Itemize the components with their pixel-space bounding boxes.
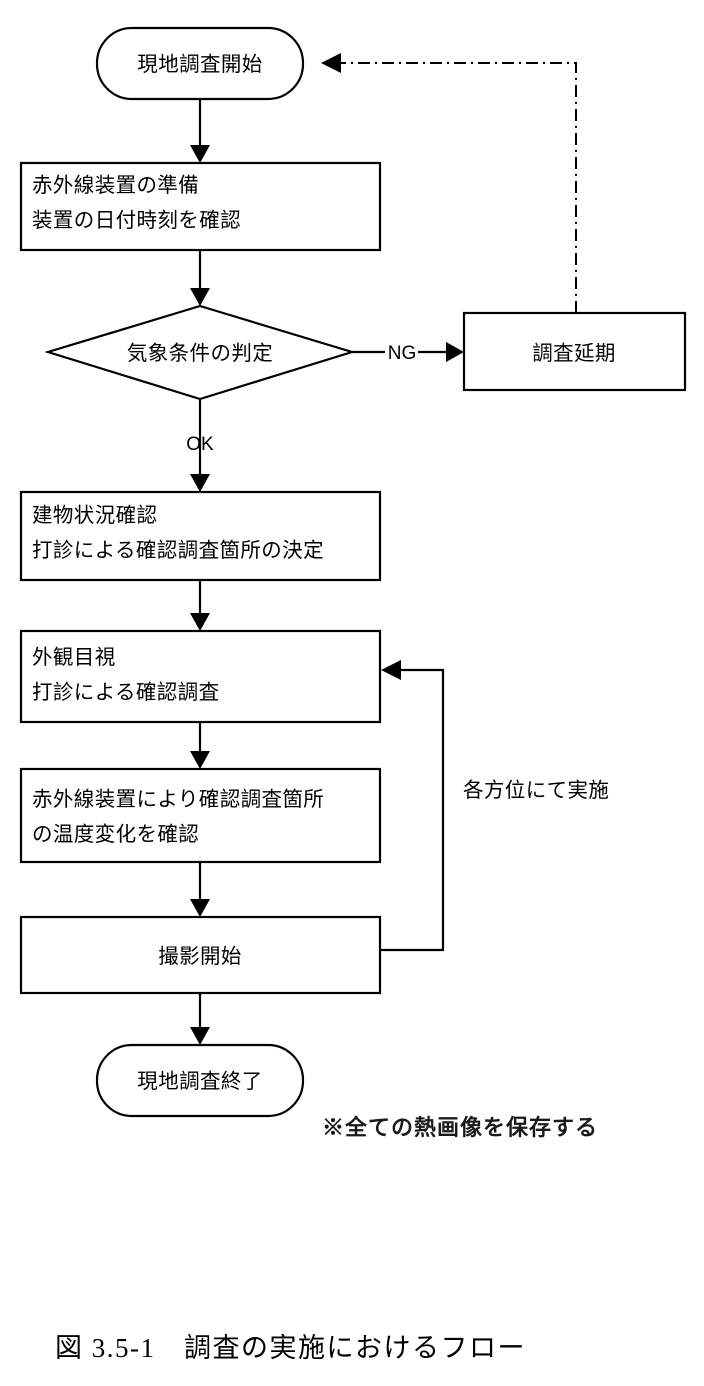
node-visual-check[interactable]: 外観目視 打診による確認調査 xyxy=(19,629,382,724)
node-shoot-start[interactable]: 撮影開始 xyxy=(19,915,382,995)
node-start-shape xyxy=(95,26,305,101)
connector-decision-to-building-check: OK xyxy=(186,400,214,492)
node-prepare-shape xyxy=(19,161,382,252)
edge-label-ng: NG xyxy=(388,343,417,364)
node-visual-check-shape xyxy=(19,629,382,724)
arrow-head-icon xyxy=(321,53,341,73)
node-weather-decision-shape xyxy=(44,304,356,401)
node-thermal-check-shape xyxy=(19,767,382,864)
node-building-check[interactable]: 建物状況確認 打診による確認調査箇所の決定 xyxy=(19,490,382,582)
node-visual-check-label-line2: 打診による確認調査 xyxy=(32,681,220,704)
arrow-head-icon xyxy=(190,613,210,631)
connector-start-to-prepare xyxy=(190,99,210,163)
node-building-check-label-line1: 建物状況確認 xyxy=(32,504,157,527)
arrow-head-icon xyxy=(190,288,210,306)
node-postpone[interactable]: 調査延期 xyxy=(462,311,687,392)
node-prepare[interactable]: 赤外線装置の準備 装置の日付時刻を確認 xyxy=(19,161,382,252)
connector-visual-to-thermal xyxy=(190,722,210,769)
edge-label-ok: OK xyxy=(186,434,214,455)
node-prepare-label-line2: 装置の日付時刻を確認 xyxy=(32,209,241,232)
node-visual-check-label-line1: 外観目視 xyxy=(32,646,116,669)
node-shoot-start-shape xyxy=(19,915,382,995)
node-end-label: 現地調査終了 xyxy=(137,1070,262,1093)
node-thermal-check-label-line1: 赤外線装置により確認調査箇所 xyxy=(32,788,324,811)
node-prepare-label-line1: 赤外線装置の準備 xyxy=(32,174,199,197)
connector-feedback-loop: 各方位にて実施 xyxy=(380,660,609,952)
node-building-check-shape xyxy=(19,490,382,582)
node-weather-decision-label: 気象条件の判定 xyxy=(127,342,273,365)
arrow-head-icon xyxy=(190,751,210,769)
edge-label-loop: 各方位にて実施 xyxy=(463,779,609,802)
connector-decision-to-postpone: NG xyxy=(352,342,464,364)
node-postpone-label: 調査延期 xyxy=(532,342,616,365)
arrow-head-icon xyxy=(190,145,210,163)
node-shoot-start-label: 撮影開始 xyxy=(158,945,242,968)
node-end[interactable]: 現地調査終了 xyxy=(95,1043,305,1118)
arrow-head-icon xyxy=(190,1027,210,1045)
arrow-head-icon xyxy=(381,660,401,680)
connector-shoot-to-end xyxy=(190,993,210,1045)
node-thermal-check[interactable]: 赤外線装置により確認調査箇所 の温度変化を確認 xyxy=(19,767,382,864)
arrow-head-icon xyxy=(190,474,210,492)
node-building-check-label-line2: 打診による確認調査箇所の決定 xyxy=(32,539,324,562)
connector-postpone-to-start xyxy=(321,53,577,313)
node-postpone-shape xyxy=(462,311,687,392)
diagram-note: ※全ての熱画像を保存する xyxy=(322,1115,598,1140)
connector-thermal-to-shoot xyxy=(190,862,210,917)
node-weather-decision[interactable]: 気象条件の判定 xyxy=(44,304,356,401)
node-thermal-check-label-line2: の温度変化を確認 xyxy=(32,823,199,846)
node-start-label: 現地調査開始 xyxy=(137,53,262,76)
arrow-head-icon xyxy=(446,342,464,362)
node-end-shape xyxy=(95,1043,305,1118)
node-start[interactable]: 現地調査開始 xyxy=(95,26,305,101)
connector-building-to-visual xyxy=(190,580,210,631)
figure-caption: 図 3.5-1 調査の実施におけるフロー xyxy=(55,1333,526,1363)
arrow-head-icon xyxy=(190,899,210,917)
connector-prepare-to-decision xyxy=(190,250,210,306)
